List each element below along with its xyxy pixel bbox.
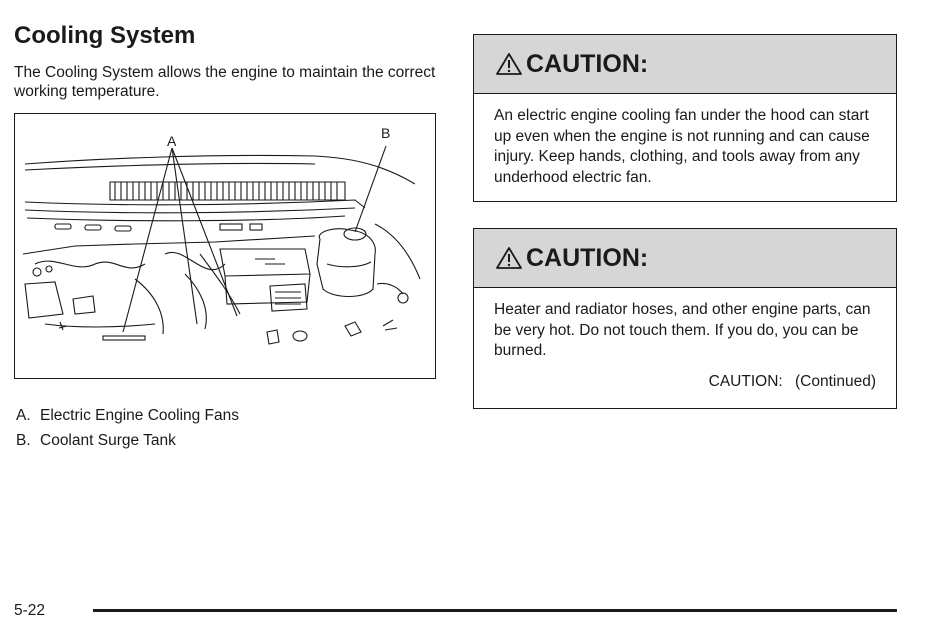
legend-key: B. <box>16 431 31 449</box>
page-number: 5-22 <box>14 602 46 619</box>
legend-text: Electric Engine Cooling Fans <box>40 407 240 424</box>
footer-rule <box>93 609 897 612</box>
figure-legend: A. Electric Engine Cooling Fans B. Coolant… <box>16 404 239 453</box>
caution-heading: CAUTION: <box>526 243 649 272</box>
callout-a: A <box>167 133 177 149</box>
caution-header: CAUTION: <box>474 35 896 94</box>
legend-key: A. <box>16 407 31 424</box>
caution-body: Heater and radiator hoses, and other eng… <box>494 301 871 359</box>
caution-box-hot-parts: CAUTION: Heater and radiator hoses, and … <box>473 228 897 409</box>
caution-header: CAUTION: <box>474 229 896 288</box>
legend-item-b: B. Coolant Surge Tank <box>16 429 239 454</box>
intro-text: The Cooling System allows the engine to … <box>14 64 436 100</box>
section-title: Cooling System <box>14 22 196 49</box>
engine-compartment-drawing: A B <box>22 125 421 345</box>
caution-continued-note: CAUTION: (Continued) <box>708 372 876 390</box>
caution-box-fan: CAUTION: An electric engine cooling fan … <box>473 34 897 202</box>
callout-b: B <box>381 125 390 141</box>
legend-text: Coolant Surge Tank <box>40 431 176 449</box>
caution-body: An electric engine cooling fan under the… <box>494 107 870 186</box>
engine-illustration: A B <box>14 113 436 379</box>
warning-triangle-icon <box>496 247 522 269</box>
caution-heading: CAUTION: <box>526 49 649 78</box>
legend-item-a: A. Electric Engine Cooling Fans <box>16 404 239 429</box>
warning-triangle-icon <box>496 53 522 75</box>
